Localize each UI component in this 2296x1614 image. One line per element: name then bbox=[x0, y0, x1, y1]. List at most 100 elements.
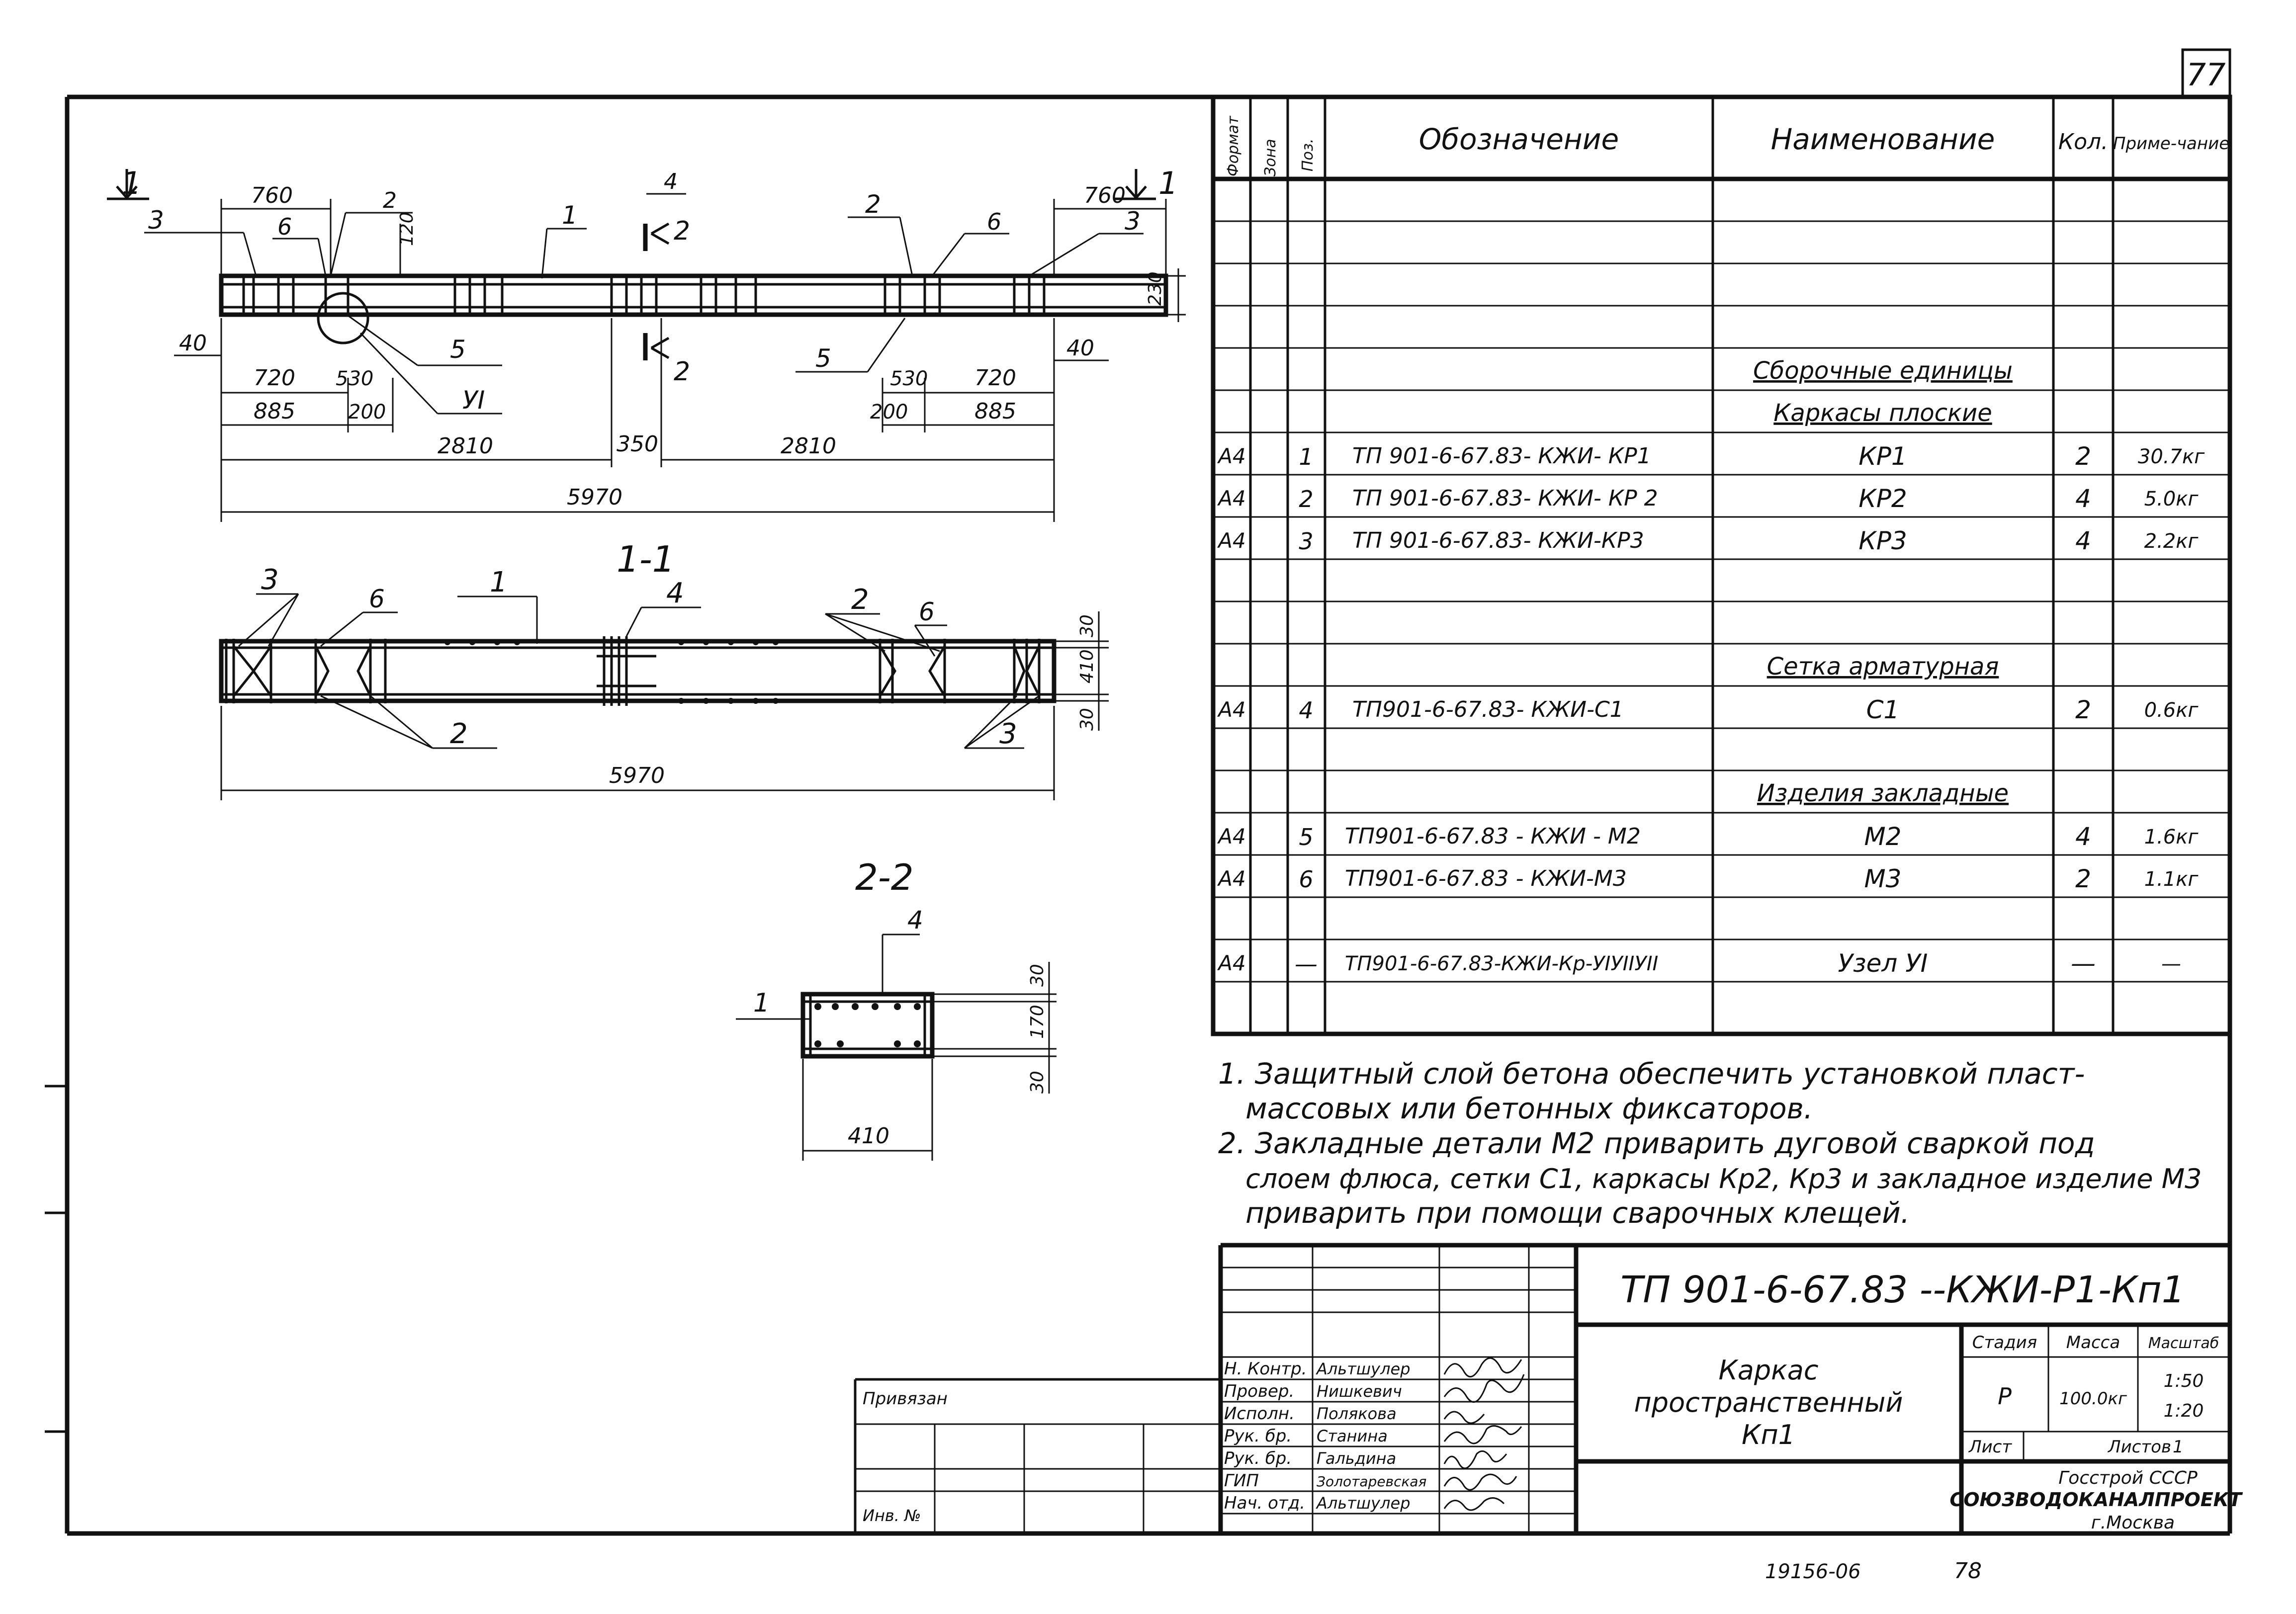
position-label: 6 bbox=[277, 213, 292, 240]
table-row: А4 — ТП901-6-67.83-КЖИ-Кр-УIУIIУII Узел … bbox=[1217, 949, 2181, 978]
sheet-number: 77 bbox=[2187, 57, 2226, 93]
note-line: 2. Закладные детали М2 приварить дуговой… bbox=[1218, 1126, 2095, 1160]
dimension-label: 530 bbox=[890, 367, 928, 390]
scale-label: Масштаб bbox=[2148, 1335, 2219, 1352]
position-label: 1 bbox=[753, 988, 770, 1018]
section-2-2-body bbox=[800, 992, 935, 1059]
title-block: Привязан Инв. № Н. Контр. Альтшулер Пров… bbox=[854, 1243, 2243, 1533]
cell-note: 30.7кг bbox=[2138, 445, 2205, 468]
position-label: 5 bbox=[815, 344, 831, 373]
dimension-label: 40 bbox=[179, 331, 207, 356]
cell-qty: 2 bbox=[2075, 864, 2091, 893]
cell-note: 2.2кг bbox=[2144, 530, 2199, 553]
section-1-1-title: 1-1 bbox=[617, 538, 675, 580]
person-name: Гальдина bbox=[1317, 1449, 1396, 1468]
position-label: 4 bbox=[664, 169, 678, 194]
role-label: Н. Контр. bbox=[1224, 1359, 1307, 1379]
col-header-designation: Обозначение bbox=[1419, 122, 1619, 156]
frame-kr3-left bbox=[233, 645, 272, 697]
cell-note: 5.0кг bbox=[2144, 488, 2199, 510]
position-label: 2 bbox=[865, 190, 881, 219]
cell-name: КР3 bbox=[1858, 526, 1907, 555]
dimension-label: 30 bbox=[1027, 1071, 1048, 1094]
cell-pos: 3 bbox=[1299, 528, 1313, 555]
position-label: 2 bbox=[383, 188, 397, 213]
plan-bars bbox=[225, 636, 1041, 706]
position-label: 3 bbox=[999, 718, 1017, 750]
dimension-label: 410 bbox=[848, 1123, 889, 1149]
cell-format: А4 bbox=[1217, 486, 1245, 510]
dimension-label: 200 bbox=[870, 401, 908, 424]
spec-table-border bbox=[1211, 94, 2232, 1036]
cut-label-bottom: 2 bbox=[674, 357, 690, 387]
position-label: 6 bbox=[919, 597, 935, 626]
cell-pos: 2 bbox=[1299, 486, 1313, 512]
cell-format: А4 bbox=[1217, 951, 1245, 975]
position-label: 6 bbox=[987, 208, 1001, 235]
plan-dots bbox=[444, 639, 779, 704]
document-code: ТП 901-6-67.83 --КЖИ-Р1-Кп1 bbox=[1620, 1269, 2185, 1311]
note-line: приварить при помощи сварочных клещей. bbox=[1245, 1196, 1910, 1230]
dimension-label: 200 bbox=[348, 401, 386, 424]
cell-pos: 1 bbox=[1299, 443, 1313, 470]
cell-designation: ТП901-6-67.83-КЖИ-Кр-УIУIIУII bbox=[1345, 952, 1658, 975]
person-name: Полякова bbox=[1317, 1404, 1397, 1423]
frame-kr2-right bbox=[879, 645, 946, 697]
dimension-label: 2810 bbox=[781, 433, 836, 459]
group-assembly: Сборочные единицы bbox=[1753, 357, 2013, 385]
dimension-label: 720 bbox=[254, 365, 295, 391]
cell-format: А4 bbox=[1217, 528, 1245, 553]
cell-qty: 2 bbox=[2075, 442, 2091, 471]
group-mesh: Сетка арматурная bbox=[1767, 653, 1999, 680]
cell-designation: ТП901-6-67.83 - КЖИ-М3 bbox=[1345, 866, 1627, 891]
position-label: 4 bbox=[907, 906, 923, 934]
dimension-label: 30 bbox=[1077, 708, 1097, 731]
position-label: 1 bbox=[562, 201, 578, 230]
stage-label: Стадия bbox=[1972, 1333, 2037, 1353]
position-label: УI bbox=[462, 386, 485, 415]
cell-qty: 4 bbox=[2075, 526, 2091, 555]
cut-arrow-bottom bbox=[650, 337, 670, 359]
position-label: 3 bbox=[148, 206, 164, 235]
table-row: А4 2 ТП 901-6-67.83- КЖИ- КР 2 КР2 4 5.0… bbox=[1217, 484, 2199, 513]
section-arrow-left bbox=[116, 169, 138, 200]
mass-label: Масса bbox=[2066, 1333, 2120, 1353]
group-embedded: Изделия закладные bbox=[1757, 779, 2009, 807]
frame-kr2-left bbox=[314, 645, 372, 697]
org-line: СОЮЗВОДОКАНАЛПРОЕКТ bbox=[1949, 1489, 2243, 1511]
cell-note: 1.1кг bbox=[2144, 868, 2199, 891]
cell-name: КР2 bbox=[1858, 484, 1907, 513]
person-name: Станина bbox=[1317, 1427, 1388, 1445]
cell-designation: ТП901-6-67.83 - КЖИ - М2 bbox=[1345, 824, 1641, 849]
cell-name: Узел УI bbox=[1838, 949, 1928, 978]
role-label: Провер. bbox=[1224, 1381, 1294, 1401]
object-name-line: Кп1 bbox=[1742, 1419, 1795, 1450]
org-line: г.Москва bbox=[2091, 1513, 2175, 1533]
overall-dimension: 5970 bbox=[609, 763, 665, 788]
col-header-qty: Кол. bbox=[2058, 129, 2108, 155]
overall-dimension: 5970 bbox=[567, 485, 622, 510]
dimension-label: 760 bbox=[251, 183, 293, 208]
table-row: А4 4 ТП901-6-67.83- КЖИ-С1 С1 2 0.6кг bbox=[1217, 695, 2199, 724]
cell-format: А4 bbox=[1217, 444, 1245, 468]
position-label: 2 bbox=[450, 718, 468, 750]
cut-label-top: 2 bbox=[674, 216, 690, 246]
person-name: Золотаревская bbox=[1317, 1473, 1426, 1490]
note-line: слоем флюса, сетки С1, каркасы Кр2, Кр3 … bbox=[1245, 1163, 2202, 1194]
cell-format: А4 bbox=[1217, 866, 1245, 891]
section-2-2-view: 2-2 4 1 30 170 30 410 bbox=[736, 856, 1057, 1161]
cell-qty: 2 bbox=[2075, 695, 2091, 724]
cell-designation: ТП 901-6-67.83- КЖИ- КР 2 bbox=[1352, 486, 1658, 511]
cell-pos: 5 bbox=[1299, 824, 1313, 850]
table-row: А4 5 ТП901-6-67.83 - КЖИ - М2 М2 4 1.6кг bbox=[1217, 822, 2199, 851]
cell-note: — bbox=[2161, 952, 2181, 975]
scale-value: 1:20 bbox=[2164, 1401, 2204, 1421]
signatures bbox=[1443, 1357, 1525, 1511]
dimension-label: 40 bbox=[1066, 336, 1094, 361]
signature-rows: Н. Контр. Альтшулер Провер. Нишкевич Исп… bbox=[1224, 1359, 1426, 1513]
cell-name: КР1 bbox=[1858, 442, 1907, 471]
person-name: Альтшулер bbox=[1316, 1494, 1411, 1513]
group-flat-frames: Каркасы плоские bbox=[1773, 399, 1992, 427]
section-1-1-view: 1-1 3 6 1 4 2 bbox=[219, 538, 1109, 800]
dimension-label: 350 bbox=[617, 431, 658, 457]
